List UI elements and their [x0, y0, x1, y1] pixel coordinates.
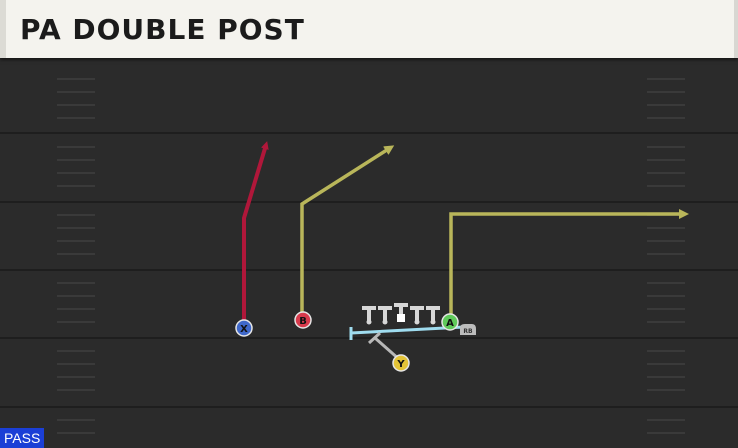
left-tackle — [362, 306, 376, 325]
field-background — [0, 58, 738, 448]
play-title: PA DOUBLE POST — [20, 13, 305, 46]
rb-label: RB — [463, 328, 473, 335]
play-type-badge: PASS — [0, 428, 45, 448]
right-guard — [410, 306, 424, 325]
player-a[interactable]: A — [441, 313, 459, 331]
player-x-label: X — [240, 324, 248, 335]
player-a-label: A — [446, 318, 454, 329]
yard-lines — [0, 132, 738, 408]
center — [394, 303, 408, 322]
hash-marks-left — [57, 78, 95, 434]
play-title-bar: PA DOUBLE POST — [0, 0, 738, 58]
x-route — [242, 141, 269, 326]
left-guard — [378, 306, 392, 325]
play-field: RB X B A Y — [0, 58, 738, 448]
right-tackle — [426, 306, 440, 325]
rb-marker[interactable]: RB — [460, 324, 476, 335]
b-route — [300, 145, 395, 318]
hash-marks-right — [647, 78, 685, 434]
player-b-label: B — [299, 316, 307, 327]
a-route — [449, 209, 689, 320]
player-y[interactable]: Y — [392, 354, 410, 372]
offensive-line — [362, 303, 440, 325]
player-y-label: Y — [396, 359, 405, 370]
player-x[interactable]: X — [235, 319, 253, 337]
player-b[interactable]: B — [294, 311, 312, 329]
title-accent-stripe — [0, 0, 6, 58]
